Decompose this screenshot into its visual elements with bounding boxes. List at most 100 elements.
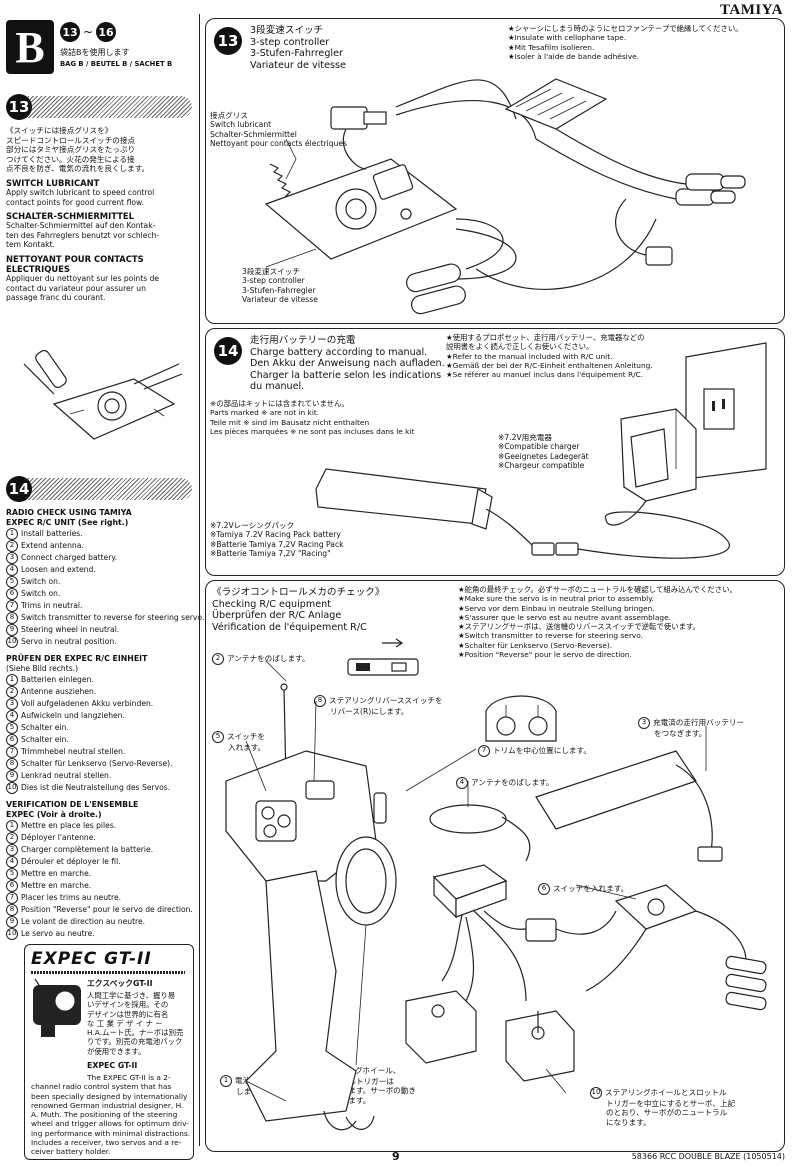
check-title-de: Überprüfen der R/C Anlage (212, 610, 342, 621)
expec-jp-line: いデザインを採用。その (87, 1000, 169, 1010)
controller-label: 3段変速スイッチ 3-step controller 3-Stufen-Fahr… (242, 267, 318, 305)
lub-de-line: tem Kontakt. (6, 240, 55, 250)
check-notes: ★舵角の最終チェック。必ずサーボのニュートラルを確認して組み込んでください。 ★… (458, 585, 737, 659)
check-item-number: 2 (6, 540, 18, 552)
reverse-note: ★Switch transmitter to reverse for steer… (458, 631, 644, 641)
charge-title-en: Charge battery according to manual. (250, 346, 428, 358)
step-13-badge: 13 (6, 94, 32, 120)
check-item-text: Install batteries. (21, 529, 83, 538)
callout-num: 7 (478, 745, 490, 757)
expec-jp-line: デザインは世界的に有名 (87, 1009, 169, 1019)
check-item-number: 9 (6, 915, 18, 928)
neutral-note: ★舵角の最終チェック。必ずサーボのニュートラルを確認して組み込んでください。 (458, 585, 737, 594)
expec-jp-line: な 工 業 デ ザ イ ナ ー (87, 1018, 163, 1028)
check-item-text: Dérouler et déployer le fil. (21, 856, 121, 866)
lub-en-line: contact points for good current flow. (6, 197, 144, 207)
expec-logo-rule (31, 971, 185, 974)
check-item-number: 2 (6, 831, 18, 844)
check-item-text: Switch on. (21, 589, 61, 598)
check-fr-head2: EXPEC (Voir à droite.) (6, 809, 102, 819)
charger-label: ※7.2V用充電器 ※Compatible charger ※Geeignete… (498, 433, 589, 471)
check-item-number: 3 (6, 697, 18, 710)
callout-text: 充電済の走行用バッテリー (653, 718, 745, 727)
reverse-note: ★Position "Reverse" pour le servo de dir… (458, 650, 632, 660)
controller-de: 3-Stufen-Fahrregler (242, 285, 316, 295)
bag-letter-badge: B (6, 20, 54, 74)
bag-jp: 袋詰Bを使用します (60, 48, 130, 57)
lub-jp-title: 《スイッチには接点グリスを》 (6, 126, 113, 135)
step-14-badge: 14 (6, 476, 32, 502)
check-item-text: Trims in neutral. (21, 601, 83, 610)
check-item-number: 7 (6, 745, 18, 758)
check-title-jp: 《ラジオコントロールメカのチェック》 (212, 587, 385, 598)
check-item-text: Servo in neutral position. (21, 637, 117, 646)
check-item-number: 3 (6, 843, 18, 856)
lub-de-line: ten des Fahrreglers benutzt vor schlech- (6, 230, 160, 240)
charger-de: ※Geeignetes Ladegerät (498, 451, 589, 461)
charger-jp: ※7.2V用充電器 (498, 433, 553, 442)
neutral-note: ★S'assurer que le servo est au neutre av… (458, 612, 671, 622)
panel-14-badge: 14 (214, 337, 242, 365)
check-item-number: 4 (6, 855, 18, 868)
panel-14-title: 走行用バッテリーの充電 Charge battery according to … (250, 335, 445, 393)
expec-en-desc: The EXPEC GT-II is a 2- channel radio co… (31, 1073, 191, 1157)
check-item-text: Déployer l'antenne. (21, 832, 96, 842)
check-de-head: PRÜFEN DER EXPEC R/C EINHEIT (6, 654, 148, 663)
left-column: B 13 ~ 16 袋詰Bを使用します BAG B / BEUTEL B / S… (0, 14, 204, 1160)
controller-en: 3-step controller (242, 276, 305, 286)
check-item-number: 1 (6, 673, 18, 686)
reverse-note: ★Schalter für Lenkservo (Servo-Reverse). (458, 640, 613, 650)
range-from-badge: 13 (60, 22, 80, 42)
callout-text: トリガーを中立にするとサーボ、上記 (606, 1099, 736, 1108)
step-stripe (20, 96, 192, 118)
check-title-en: Checking R/C equipment (212, 598, 331, 610)
check-item-text: Le servo au neutre. (21, 928, 95, 938)
check-item-number: 1 (6, 819, 18, 832)
insulate-note: ★Insulate with cellophane tape. (508, 33, 627, 43)
check-item-number: 9 (6, 769, 18, 782)
expec-jp-line: 人間工学に基づき、握り易 (87, 991, 176, 1000)
panel-13-badge: 13 (214, 27, 242, 55)
grease-jp: 接点グリス (210, 111, 248, 120)
grease-illustration (23, 349, 183, 440)
check-item-text: Lenkrad neutral stellen. (21, 770, 112, 780)
charge-title-fr2: du manuel. (250, 381, 305, 392)
callout-text: アンテナをのばします。 (227, 654, 310, 663)
panel-14-notes: ★使用するプロポセット、走行用バッテリー、充電器などの 説明書をよく読んで正しく… (446, 333, 653, 379)
callout-text: をつなぎます。 (654, 729, 707, 738)
expec-jp-line: りです。別売の充電池パック (87, 1037, 183, 1047)
expec-jp-line: が使用できます。 (87, 1046, 146, 1056)
check-item-text: Batterien einlegen. (21, 674, 94, 684)
check-item-number: 7 (6, 600, 18, 612)
check-item-number: 6 (6, 588, 18, 600)
lub-jp-line: 点不良を防ぎ、電気の流れを良くします。 (6, 164, 150, 174)
range-sep: ~ (83, 25, 94, 39)
switch-title-de: 3-Stufen-Fahrregler (250, 48, 343, 59)
pack-label: ※7.2Vレーシングパック ※Tamiya 7.2V Racing Pack b… (210, 521, 344, 559)
callout-text: ステアリングホイールとスロットル (605, 1088, 727, 1097)
check-item-number: 7 (6, 891, 18, 904)
bag-range: 13 ~ 16 (60, 22, 117, 42)
check-item-text: Le volant de direction au neutre. (21, 916, 146, 926)
check-item-text: Aufwickeln und langziehen. (21, 710, 125, 720)
radio-check-illustration (225, 638, 767, 1131)
range-to-badge: 16 (96, 22, 117, 42)
pack-jp: ※7.2Vレーシングパック (210, 521, 295, 530)
pack-en: ※Tamiya 7.2V Racing Pack battery (210, 530, 341, 540)
lub-jp-line: 部分にはタミヤ接点グリスをたっぷり (6, 145, 136, 155)
pack-fr: ※Batterie Tamiya 7,2V "Racing" (210, 549, 331, 559)
